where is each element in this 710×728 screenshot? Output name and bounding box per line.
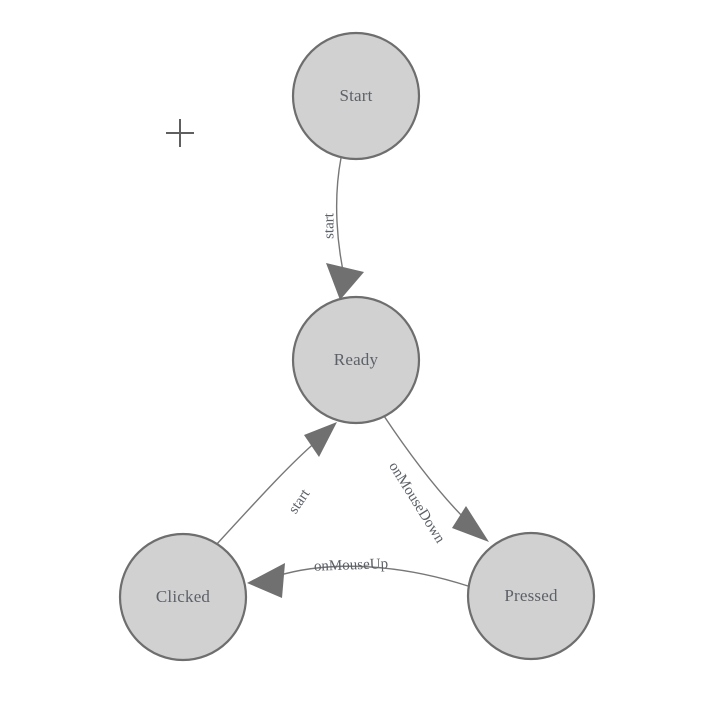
node-pressed[interactable]: Pressed	[466, 531, 596, 661]
node-start[interactable]: Start	[291, 31, 421, 161]
node-clicked-label: Clicked	[156, 587, 211, 606]
node-clicked[interactable]: Clicked	[118, 532, 248, 662]
node-ready[interactable]: Ready	[291, 295, 421, 425]
arrow-head-ready-from-clicked	[304, 422, 337, 457]
edge-label-clicked-to-ready: start	[286, 486, 314, 517]
node-start-circle[interactable]	[291, 31, 421, 161]
edge-label-start-to-ready: start	[321, 212, 337, 239]
edge-pressed-to-clicked[interactable]: onMouseUp	[247, 556, 469, 598]
plus-marker-icon	[166, 119, 194, 147]
edge-start-to-ready[interactable]: start	[321, 157, 364, 300]
node-pressed-circle[interactable]	[466, 531, 596, 661]
node-ready-circle[interactable]	[291, 295, 421, 425]
arrow-head-clicked-from-pressed	[247, 563, 285, 598]
edge-label-pressed-to-clicked: onMouseUp	[314, 556, 389, 575]
node-start-label: Start	[339, 86, 372, 105]
arrow-head-pressed-from-ready	[452, 506, 489, 542]
arrow-head-ready-from-start	[326, 263, 364, 300]
edge-label-ready-to-pressed: onMouseDown	[385, 459, 448, 546]
edge-ready-to-pressed[interactable]: onMouseDown	[383, 415, 489, 547]
node-clicked-circle[interactable]	[118, 532, 248, 662]
node-ready-label: Ready	[334, 350, 379, 369]
edge-clicked-to-ready[interactable]: start	[215, 422, 337, 546]
node-pressed-label: Pressed	[504, 586, 558, 605]
